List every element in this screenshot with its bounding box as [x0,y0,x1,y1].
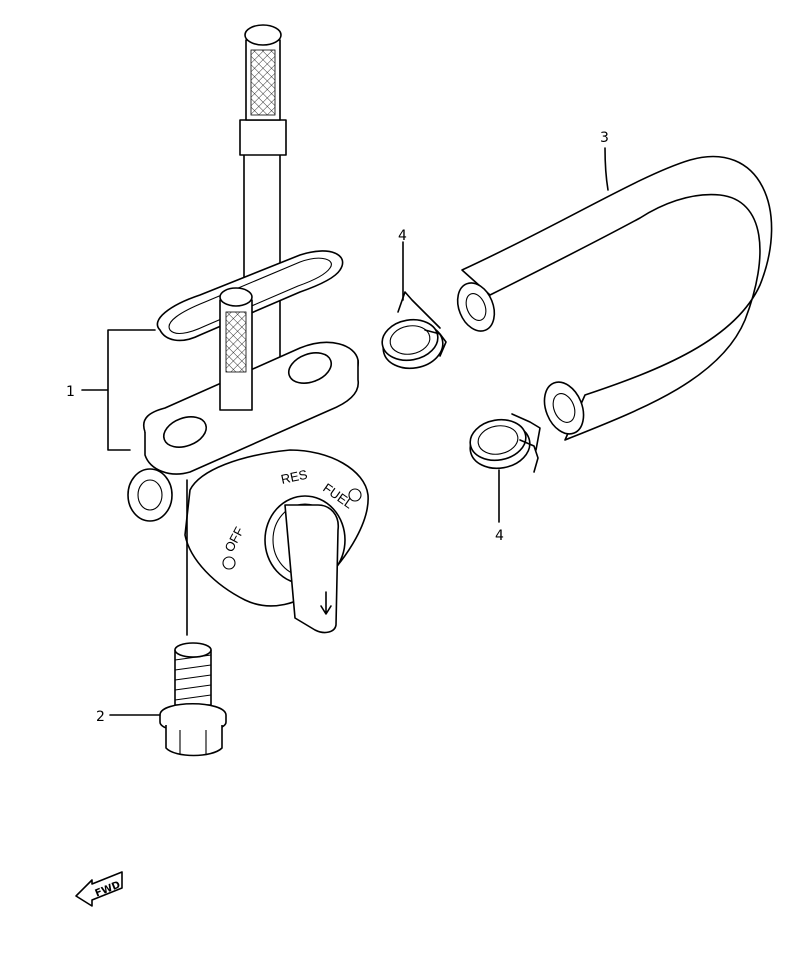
hose-clamp-bottom [469,413,541,473]
callout-4-top: 4 [398,228,407,244]
hose-clamp-top [381,291,447,370]
fwd-arrow-icon: FWD [75,871,123,907]
fuel-valve-assembly: OFF RES FUEL [127,24,369,634]
callout-2: 2 [96,709,105,725]
dial-label-res: RES [280,467,310,487]
fuel-hose [456,155,773,441]
callout-1: 1 [66,384,75,400]
flange-bolt [159,642,227,757]
leader-lines [81,147,609,716]
hose-end-top [456,282,496,332]
hose-end-bottom [543,381,585,435]
callout-3: 3 [600,130,609,146]
callout-4-bottom: 4 [495,528,504,544]
valve-lever [284,504,340,634]
